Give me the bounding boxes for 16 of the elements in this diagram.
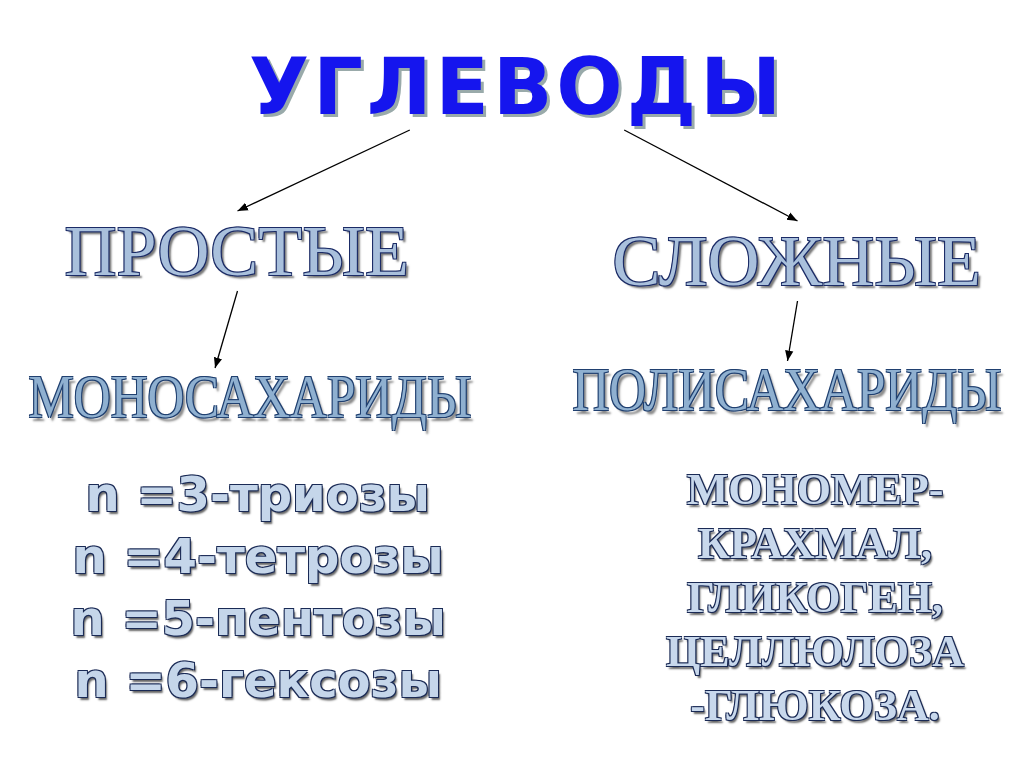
category-heading: МОНОСАХАРИДЫ — [28, 366, 472, 429]
label-text: n =5-пентозы — [70, 594, 446, 642]
category-heading: ПОЛИСАХАРИДЫ — [572, 359, 1002, 422]
arrow — [214, 290, 239, 369]
label-text: МОНОМЕР- — [685, 468, 945, 512]
arrow — [785, 300, 799, 362]
label-text: -ГЛЮКОЗА. — [689, 684, 941, 728]
category-heading: ПРОСТЫЕ — [64, 215, 410, 287]
category-heading: СЛОЖНЫЕ — [612, 225, 982, 297]
label-text: ЦЕЛЛЮЛОЗА — [665, 630, 965, 674]
label-text: ГЛИКОГЕН, — [686, 576, 944, 620]
arrow — [236, 129, 411, 212]
title-text: УГЛЕВОДЫ — [249, 48, 785, 126]
arrow — [623, 129, 799, 222]
label-text: КРАХМАЛ, — [697, 522, 933, 566]
label-text: n =6-гексозы — [74, 656, 442, 704]
